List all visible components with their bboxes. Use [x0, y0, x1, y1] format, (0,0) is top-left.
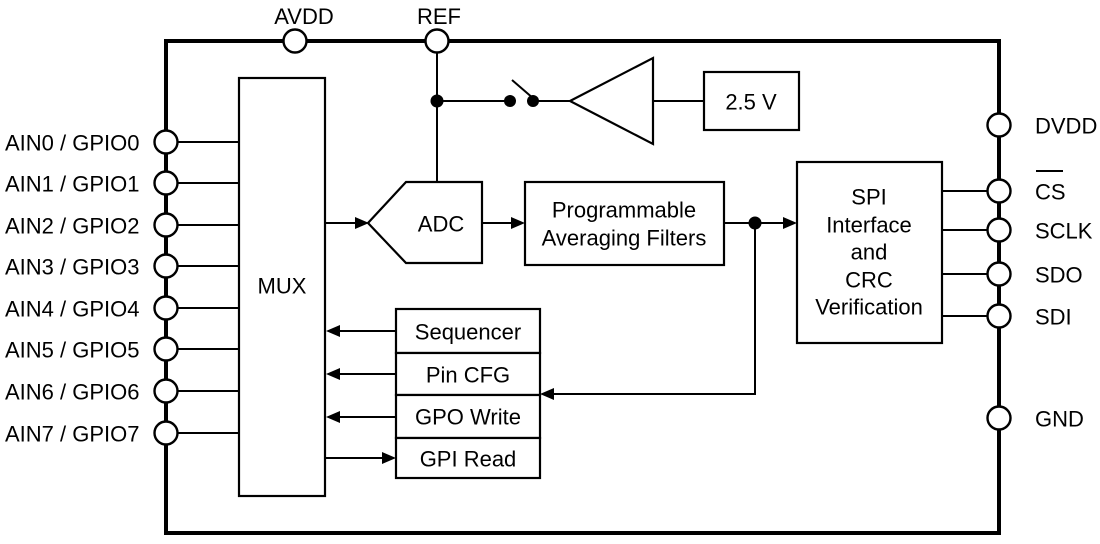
pin-label-gnd: GND: [1035, 407, 1084, 432]
junction-dot-ref: [430, 94, 444, 108]
mux-label: MUX: [258, 274, 307, 299]
spi-block: [795, 160, 944, 345]
spi-label-line1: SPI: [851, 185, 886, 210]
pin-circle-sclk: [986, 217, 1012, 243]
pin-label-ain0: AIN0 / GPIO0: [5, 131, 140, 156]
vref-label: 2.5 V: [725, 90, 777, 115]
pin-circle-sdo: [986, 261, 1012, 287]
gpo-write-label: GPO Write: [415, 405, 521, 430]
arrowhead-to-registers: [540, 388, 554, 400]
pin-circle-avdd: [282, 28, 308, 54]
filters-label-line1: Programmable: [552, 198, 696, 223]
pin-circle-ref: [424, 28, 450, 54]
pin-circle-dvdd: [986, 112, 1012, 138]
pin-label-ain4: AIN4 / GPIO4: [5, 297, 140, 322]
pin-circle-ain7: [153, 420, 179, 446]
pin-label-ain2: AIN2 / GPIO2: [5, 214, 140, 239]
arrowhead-mux-to-adc: [355, 217, 369, 229]
switch-contact-left: [504, 95, 516, 107]
mux-block: [237, 76, 327, 498]
pin-cfg-label: Pin CFG: [426, 363, 510, 388]
pin-circle-cs: [986, 178, 1012, 204]
arrowhead-mux-to-gpiread: [382, 452, 396, 464]
pin-label-ain1: AIN1 / GPIO1: [5, 172, 140, 197]
arrowhead-sequencer-to-mux: [326, 325, 340, 337]
pin-label-ref: REF: [417, 4, 461, 29]
pin-circle-ain3: [153, 253, 179, 279]
spi-label-line3: and: [851, 240, 888, 265]
pin-label-sdi: SDI: [1035, 305, 1072, 330]
pin-label-sclk: SCLK: [1035, 219, 1093, 244]
adc-label: ADC: [418, 212, 465, 237]
wire-spi-to-registers: [552, 223, 756, 395]
spi-label-line4: CRC: [845, 268, 893, 293]
pin-circle-ain4: [153, 295, 179, 321]
pin-circle-ain1: [153, 170, 179, 196]
arrowhead-gpowrite-to-mux: [326, 411, 340, 423]
pin-label-ain7: AIN7 / GPIO7: [5, 422, 140, 447]
filters-label-line2: Averaging Filters: [542, 226, 707, 251]
pin-circle-ain2: [153, 212, 179, 238]
spi-label-line5: Verification: [815, 295, 923, 320]
pin-circle-sdi: [986, 303, 1012, 329]
spi-label-line2: Interface: [826, 213, 912, 238]
switch-contact-right: [527, 95, 539, 107]
filters-block: [523, 180, 726, 267]
pin-label-avdd: AVDD: [274, 4, 334, 29]
pin-label-sdo: SDO: [1035, 263, 1083, 288]
pin-label-ain5: AIN5 / GPIO5: [5, 338, 140, 363]
pin-label-cs: CS: [1035, 180, 1066, 205]
pin-label-ain6: AIN6 / GPIO6: [5, 380, 140, 405]
sequencer-label: Sequencer: [415, 320, 521, 345]
arrowhead-adc-to-filters: [511, 217, 525, 229]
pin-label-dvdd: DVDD: [1035, 114, 1097, 139]
gpi-read-block: [394, 436, 542, 480]
pin-label-ain3: AIN3 / GPIO3: [5, 255, 140, 280]
pin-circle-ain0: [153, 129, 179, 155]
arrowhead-pincfg-to-mux: [326, 368, 340, 380]
chip-outline: [164, 39, 1001, 535]
gpi-read-label: GPI Read: [420, 447, 517, 472]
arrowhead-filters-to-spi: [783, 217, 797, 229]
pin-circle-gnd: [986, 405, 1012, 431]
pin-cfg-block: [394, 351, 542, 397]
pin-circle-ain5: [153, 336, 179, 362]
pin-circle-ain6: [153, 378, 179, 404]
buffer-amplifier-triangle: [567, 56, 655, 146]
vref-block: [702, 70, 801, 132]
